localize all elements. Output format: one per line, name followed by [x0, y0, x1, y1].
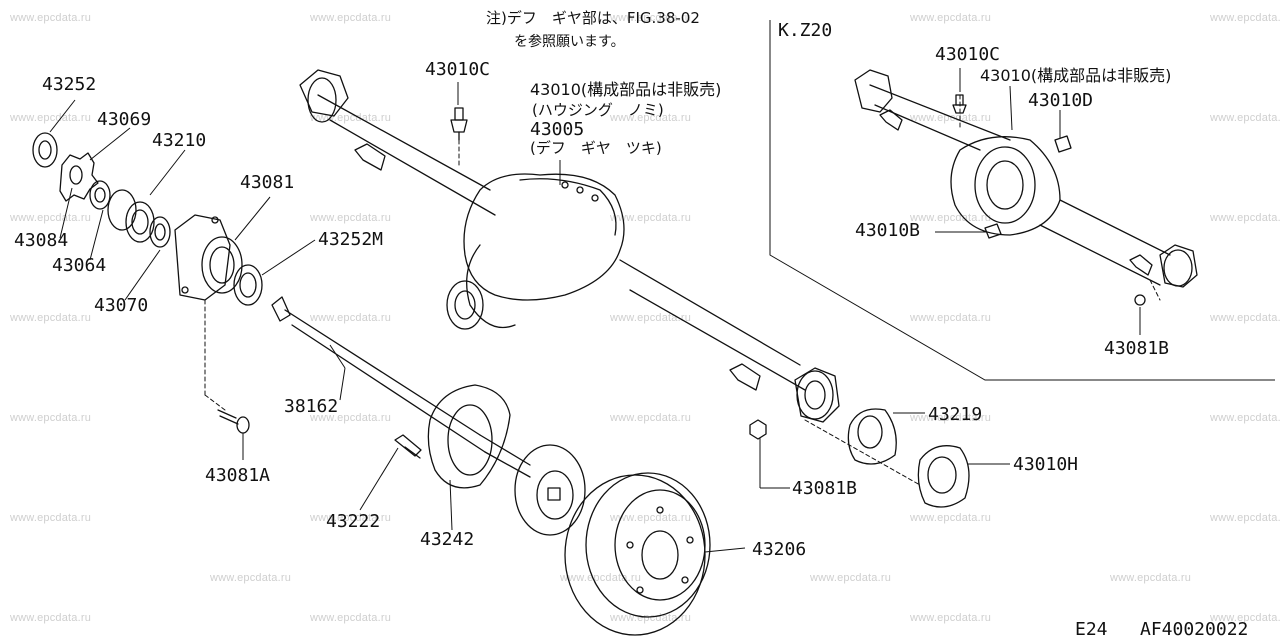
backing-plate-43242 — [427, 384, 511, 489]
label-43222: 43222 — [326, 511, 381, 532]
note-line-1: 注)デフ ギヤ部は、FIG.38-02 — [486, 9, 700, 27]
label-43010h: 43010H — [1013, 454, 1079, 475]
watermark-text: www.epcdata.ru — [310, 12, 392, 24]
brake-drum-43206 — [564, 472, 711, 636]
kz20-label-43010b: 43010B — [855, 220, 921, 241]
watermark-text: www.epcdata.ru — [1210, 512, 1280, 524]
watermark-text: www.epcdata.ru — [10, 612, 92, 624]
kz20-plug-43010d — [1054, 135, 1072, 153]
watermark-text: www.epcdata.ru — [910, 612, 992, 624]
label-43081a: 43081A — [205, 465, 271, 486]
watermark-text: www.epcdata.ru — [1210, 312, 1280, 324]
watermark-text: www.epcdata.ru — [910, 512, 992, 524]
watermark-text: www.epcdata.ru — [910, 312, 992, 324]
nut-43081b — [749, 419, 921, 486]
watermark-text: www.epcdata.ru — [610, 212, 692, 224]
watermark-text: www.epcdata.ru — [810, 572, 892, 584]
watermark-text: www.epcdata.ru — [310, 312, 392, 324]
watermark-text: www.epcdata.ru — [910, 12, 992, 24]
label-43005-sub: (デフ ギヤ ツキ) — [530, 139, 662, 157]
spacer-43070 — [149, 216, 171, 248]
watermark-text: www.epcdata.ru — [310, 412, 392, 424]
gasket-43010h — [917, 445, 970, 508]
watermark-text: www.epcdata.ru — [310, 212, 392, 224]
oil-seal-43252 — [32, 132, 58, 168]
label-43084: 43084 — [14, 230, 69, 251]
inset-border — [769, 20, 1275, 381]
watermark-text: www.epcdata.ru — [610, 12, 692, 24]
watermark-text: www.epcdata.ru — [10, 12, 92, 24]
kz20-label-43010c: 43010C — [935, 44, 1001, 65]
gasket-43219 — [847, 408, 897, 465]
label-43005: 43005 — [530, 119, 585, 140]
kz20-axle-housing — [854, 69, 1198, 301]
watermark-text: www.epcdata.ru — [1210, 212, 1280, 224]
watermark-text: www.epcdata.ru — [910, 112, 992, 124]
watermark-text: www.epcdata.ru — [210, 572, 292, 584]
watermark-text: www.epcdata.ru — [310, 512, 392, 524]
footer-code: AF40020022 — [1140, 619, 1249, 640]
hub-flange — [514, 444, 586, 536]
label-43219: 43219 — [928, 404, 983, 425]
leader-lines — [49, 68, 1141, 553]
watermark-text: www.epcdata.ru — [1110, 572, 1192, 584]
bearing-cage-43081 — [174, 214, 243, 301]
watermark-text: www.epcdata.ru — [610, 312, 692, 324]
label-43081b: 43081B — [792, 478, 858, 499]
watermark-text: www.epcdata.ru — [10, 112, 92, 124]
bolt-43081a — [204, 299, 250, 434]
label-43010c: 43010C — [425, 59, 491, 80]
watermark-text: www.epcdata.ru — [610, 512, 692, 524]
watermark-text: www.epcdata.ru — [910, 212, 992, 224]
axle-housing — [299, 69, 840, 423]
watermark-text: www.epcdata.ru — [10, 412, 92, 424]
label-43210: 43210 — [152, 130, 207, 151]
kz20-label-43010d: 43010D — [1028, 90, 1094, 111]
bolt-43222 — [394, 434, 422, 459]
variant-label: K.Z20 — [778, 20, 833, 41]
label-43081: 43081 — [240, 172, 295, 193]
label-43206: 43206 — [752, 539, 807, 560]
label-38162: 38162 — [284, 396, 339, 417]
watermark-text: www.epcdata.ru — [610, 112, 692, 124]
kz20-label-43081b: 43081B — [1104, 338, 1170, 359]
watermark-text: www.epcdata.ru — [1210, 12, 1280, 24]
label-43252m: 43252M — [318, 229, 384, 250]
watermark-text: www.epcdata.ru — [610, 412, 692, 424]
watermark-text: www.epcdata.ru — [310, 612, 392, 624]
kz20-nut-43081b — [1134, 294, 1146, 306]
kz20-label-43010: 43010(構成部品は非販売) — [980, 66, 1172, 85]
watermark-text: www.epcdata.ru — [10, 512, 92, 524]
label-43070: 43070 — [94, 295, 149, 316]
bearing-43210 — [107, 189, 155, 243]
watermark-text: www.epcdata.ru — [910, 412, 992, 424]
watermark-text: www.epcdata.ru — [10, 212, 92, 224]
watermark-text: www.epcdata.ru — [560, 572, 642, 584]
note-line-2: を参照願います。 — [514, 34, 625, 50]
label-43069: 43069 — [97, 109, 152, 130]
watermark-text: www.epcdata.ru — [1210, 612, 1280, 624]
kz20-drain-plug-43010b — [984, 223, 1002, 239]
label-43010-sub: (ハウジング ノミ) — [532, 101, 664, 119]
kz20-breather-43010c — [952, 94, 967, 114]
watermark-text: www.epcdata.ru — [1210, 112, 1280, 124]
label-43064: 43064 — [52, 255, 107, 276]
axle-shaft-38162 — [271, 296, 531, 478]
watermark-text: www.epcdata.ru — [10, 312, 92, 324]
lock-washer-43064 — [89, 180, 111, 210]
watermark-text: www.epcdata.ru — [610, 612, 692, 624]
seal-43252m — [233, 264, 263, 306]
footer-page: E24 — [1075, 619, 1108, 640]
label-43242: 43242 — [420, 529, 475, 550]
lock-nut-43084 — [59, 152, 99, 202]
breather-43010c — [450, 107, 468, 166]
watermark-text: www.epcdata.ru — [1210, 412, 1280, 424]
label-43252: 43252 — [42, 74, 97, 95]
label-43010: 43010(構成部品は非販売) — [530, 80, 722, 99]
